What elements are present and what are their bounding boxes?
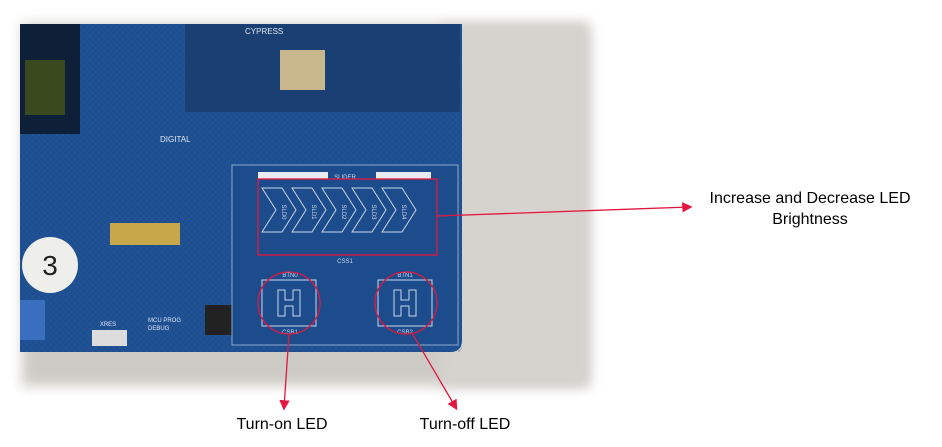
btn0-id: CSB1	[282, 330, 298, 336]
slider-segment-label: SLD1	[310, 204, 316, 220]
slider-id-text: CSS1	[337, 259, 353, 265]
button1-highlight-circle	[374, 271, 438, 335]
header-pins	[110, 223, 180, 245]
sticker-number: 3	[42, 250, 58, 281]
btn0-silkscreen: BTN0	[282, 273, 298, 279]
button1-annotation-label: Turn-off LED	[419, 416, 511, 433]
button0-pad	[261, 279, 317, 327]
xres-button	[92, 330, 127, 346]
xres-silkscreen: XRES	[100, 322, 116, 328]
btn1-silkscreen: BTN1	[397, 273, 413, 279]
button1-arrow	[411, 332, 458, 411]
slider-segment-label: SLD4	[400, 204, 406, 220]
button1-pad	[377, 279, 433, 327]
slider-segments	[261, 187, 417, 233]
potentiometer	[20, 300, 45, 340]
slider-silkscreen: SLIDER	[334, 175, 356, 181]
slider-arrow	[436, 202, 693, 217]
brand-text: CYPRESS	[245, 27, 283, 36]
button0-arrow	[279, 333, 290, 411]
slider-highlight-box	[257, 178, 438, 256]
btn1-id: CSB2	[397, 330, 413, 336]
slider-annotation-label: Increase and Decrease LED Brightness	[709, 190, 911, 228]
slider-segment-label: SLD0	[280, 204, 286, 220]
number-sticker	[22, 237, 78, 293]
slider-segment-label: SLD2	[340, 204, 346, 220]
debug-connector	[205, 305, 235, 335]
digital-text: DIGITAL	[160, 135, 191, 144]
button0-annotation-label: Turn-on LED	[236, 416, 328, 433]
slider-segment-label: SLD3	[370, 204, 376, 220]
